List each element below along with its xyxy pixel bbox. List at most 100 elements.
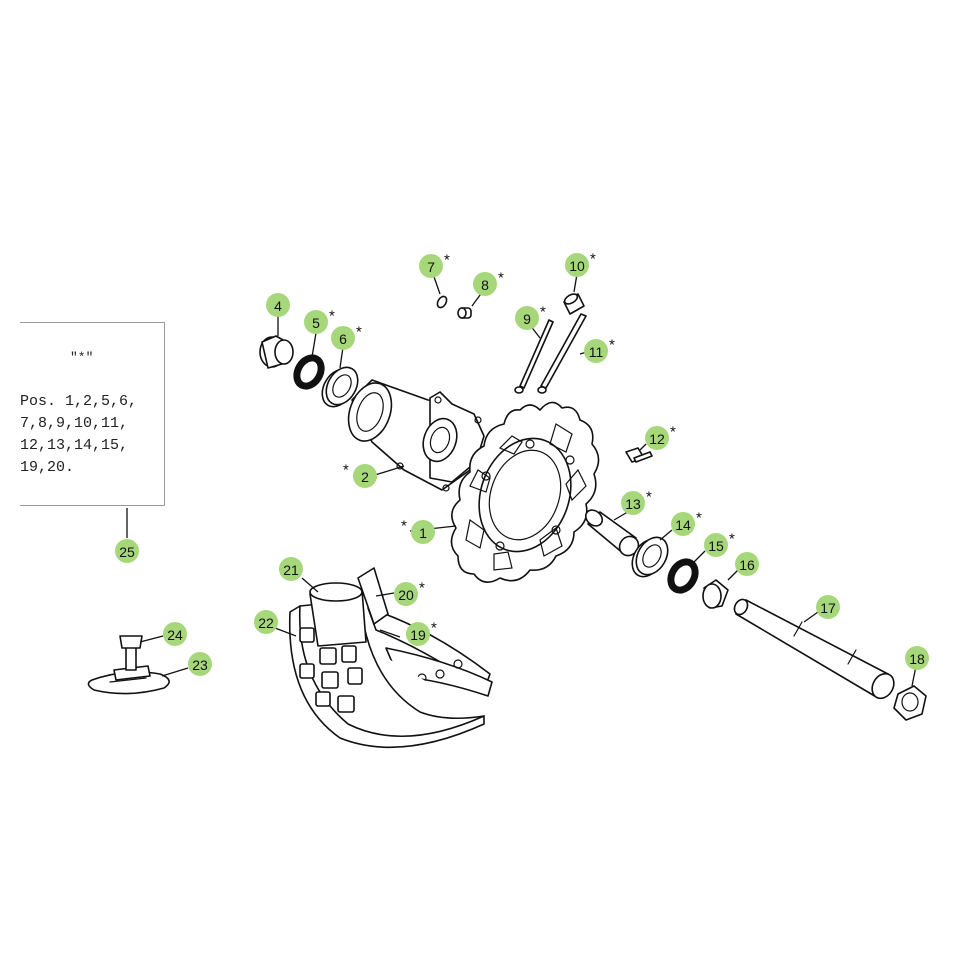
callout-star: * xyxy=(401,518,407,535)
callout-bubble xyxy=(188,652,212,676)
callout-23: 23 xyxy=(188,652,212,676)
callout-number: 2 xyxy=(361,469,369,485)
callout-21: 21 xyxy=(279,557,303,581)
part-21-inner-tube xyxy=(309,582,367,647)
callout-bubble xyxy=(304,310,328,334)
callout-bubble xyxy=(163,622,187,646)
part-23-rim-lock-plate xyxy=(87,665,170,695)
part-1-brake-disc xyxy=(450,401,600,583)
callout-bubble xyxy=(406,622,430,646)
part-6-bearing xyxy=(321,366,359,408)
callout-25: 25 xyxy=(115,539,139,563)
callout-star: * xyxy=(646,489,652,506)
part-14-bearing xyxy=(631,536,669,578)
callout-number: 17 xyxy=(820,600,836,616)
callout-bubble xyxy=(473,272,497,296)
note-text: Pos. 1,2,5,6, 7,8,9,10,11, 12,13,14,15, … xyxy=(20,393,138,476)
callout-number: 25 xyxy=(119,544,135,560)
callout-bubble xyxy=(266,293,290,317)
callout-19: 19 * xyxy=(406,620,437,646)
part-7-o-ring xyxy=(436,295,448,309)
callout-star: * xyxy=(590,251,596,268)
callout-bubble xyxy=(331,326,355,350)
callout-number: 14 xyxy=(675,517,691,533)
callout-number: 23 xyxy=(192,657,208,673)
callout-number: 7 xyxy=(427,259,435,275)
part-20-rim-tape xyxy=(357,567,389,625)
callout-number: 5 xyxy=(312,315,320,331)
callout-star: * xyxy=(431,620,437,637)
callout-number: 20 xyxy=(398,587,414,603)
callout-bubble xyxy=(704,533,728,557)
callout-bubbles: 1*2*45*6*7*8*9*10*11*12*13*14*15*1617181… xyxy=(115,251,929,676)
part-10-bolt-head xyxy=(563,293,585,315)
callout-14: 14* xyxy=(671,510,702,536)
callout-star: * xyxy=(444,252,450,269)
callout-17: 17 xyxy=(816,595,840,619)
callout-bubble xyxy=(816,595,840,619)
callout-star: * xyxy=(419,580,425,597)
part-15-shaft-seal xyxy=(667,558,699,594)
callout-number: 4 xyxy=(274,298,282,314)
callout-10: 10 * xyxy=(565,251,596,277)
part-19-rim xyxy=(367,607,493,697)
callout-bubble xyxy=(419,254,443,278)
callout-number: 21 xyxy=(283,562,299,578)
callout-bubble xyxy=(645,426,669,450)
note-title: "*" xyxy=(70,350,94,365)
part-12-screw xyxy=(625,447,653,463)
callout-number: 9 xyxy=(523,311,531,327)
callout-7: 7* xyxy=(419,252,450,278)
callout-9: 9* xyxy=(515,304,546,330)
callout-4: 4 xyxy=(266,293,290,317)
callout-number: 19 xyxy=(410,627,426,643)
callout-number: 12 xyxy=(649,431,665,447)
callout-1: 1* xyxy=(401,518,435,544)
callout-number: 1 xyxy=(419,525,427,541)
callout-8: 8* xyxy=(473,270,504,296)
part-17-axle xyxy=(733,598,895,700)
part-11-long-bolt xyxy=(537,313,587,394)
callout-bubble xyxy=(671,512,695,536)
callout-bubble xyxy=(115,539,139,563)
callout-22: 22 xyxy=(254,610,278,634)
callout-number: 22 xyxy=(258,615,274,631)
callout-star: * xyxy=(329,308,335,325)
callout-bubble xyxy=(735,552,759,576)
callout-number: 6 xyxy=(339,331,347,347)
callout-number: 13 xyxy=(625,496,641,512)
callout-15: 15* xyxy=(704,531,735,557)
callout-2: 2* xyxy=(343,462,377,488)
callout-number: 11 xyxy=(589,344,604,360)
part-16-spacer xyxy=(702,579,729,609)
callout-18: 18 xyxy=(905,646,929,670)
callout-bubble xyxy=(584,339,608,363)
callout-5: 5* xyxy=(304,308,335,334)
callout-star: * xyxy=(540,304,546,321)
callout-number: 24 xyxy=(167,627,183,643)
callout-bubble xyxy=(905,646,929,670)
callout-bubble xyxy=(279,557,303,581)
part-9-long-bolt xyxy=(514,319,554,394)
callout-12: 12* xyxy=(645,424,676,450)
callout-6: 6* xyxy=(331,324,362,350)
callout-bubble xyxy=(411,520,435,544)
callout-star: * xyxy=(729,531,735,548)
callout-star: * xyxy=(609,337,615,354)
part-5-shaft-seal xyxy=(293,354,325,390)
callout-star: * xyxy=(356,324,362,341)
callout-bubble xyxy=(254,610,278,634)
callout-20: 20 * xyxy=(394,580,425,606)
callout-16: 16 xyxy=(735,552,759,576)
callout-24: 24 xyxy=(163,622,187,646)
callout-bubble xyxy=(353,464,377,488)
callout-bubble xyxy=(394,582,418,606)
callout-star: * xyxy=(343,462,349,479)
callout-number: 16 xyxy=(739,557,755,573)
part-8-nut xyxy=(457,307,472,319)
part-24-rim-lock-nut xyxy=(119,635,143,671)
callout-number: 10 xyxy=(569,258,585,274)
note-box: "*" Pos. 1,2,5,6, 7,8,9,10,11, 12,13,14,… xyxy=(20,322,165,506)
